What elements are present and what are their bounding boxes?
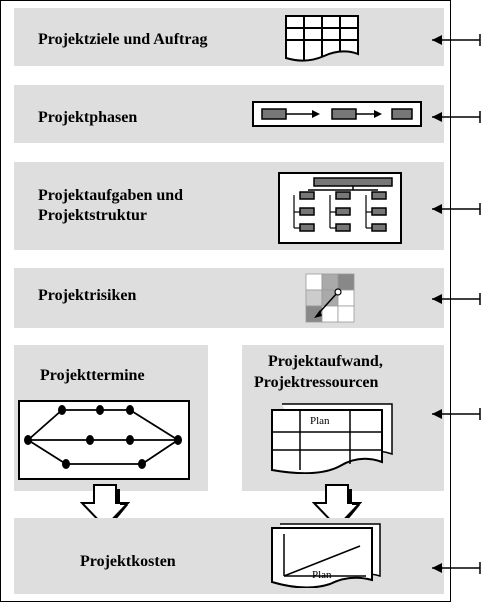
label-projektziele: Projektziele und Auftrag bbox=[38, 31, 208, 48]
down-arrow-right-icon bbox=[312, 484, 362, 529]
table-document-icon bbox=[285, 15, 359, 62]
risk-matrix-icon bbox=[305, 273, 355, 323]
label-projektphasen: Projektphasen bbox=[38, 109, 138, 126]
label-projektaufgaben-line2: Projektstruktur bbox=[38, 207, 148, 224]
plan-document-icon: Plan bbox=[271, 403, 393, 474]
connector-projektkosten bbox=[432, 562, 481, 574]
connector-projektaufgaben bbox=[432, 203, 481, 215]
connector-projektrisiken bbox=[432, 293, 481, 305]
network-plan-icon bbox=[18, 400, 190, 480]
connector-projektziele bbox=[432, 34, 481, 46]
label-projekttermine: Projekttermine bbox=[40, 367, 145, 384]
cost-chart-icon: Plan bbox=[271, 523, 381, 588]
connector-aufwand bbox=[432, 408, 481, 420]
label-aufwand-line1: Projektaufwand, bbox=[268, 353, 383, 370]
label-projektrisiken: Projektrisiken bbox=[38, 287, 137, 304]
plan-label-2: Plan bbox=[312, 569, 332, 581]
plan-label-1: Plan bbox=[310, 415, 330, 427]
connector-projektphasen bbox=[432, 111, 481, 123]
label-aufwand-line2: Projektressourcen bbox=[254, 374, 379, 391]
label-projektkosten: Projektkosten bbox=[80, 553, 176, 570]
project-structure-icon bbox=[278, 172, 402, 244]
down-arrow-left-icon bbox=[80, 484, 130, 529]
label-projektaufgaben-line1: Projektaufgaben und bbox=[38, 187, 184, 204]
phases-sequence-icon bbox=[252, 101, 422, 127]
band-projektziele bbox=[14, 8, 444, 66]
band-projektrisiken bbox=[14, 268, 444, 328]
